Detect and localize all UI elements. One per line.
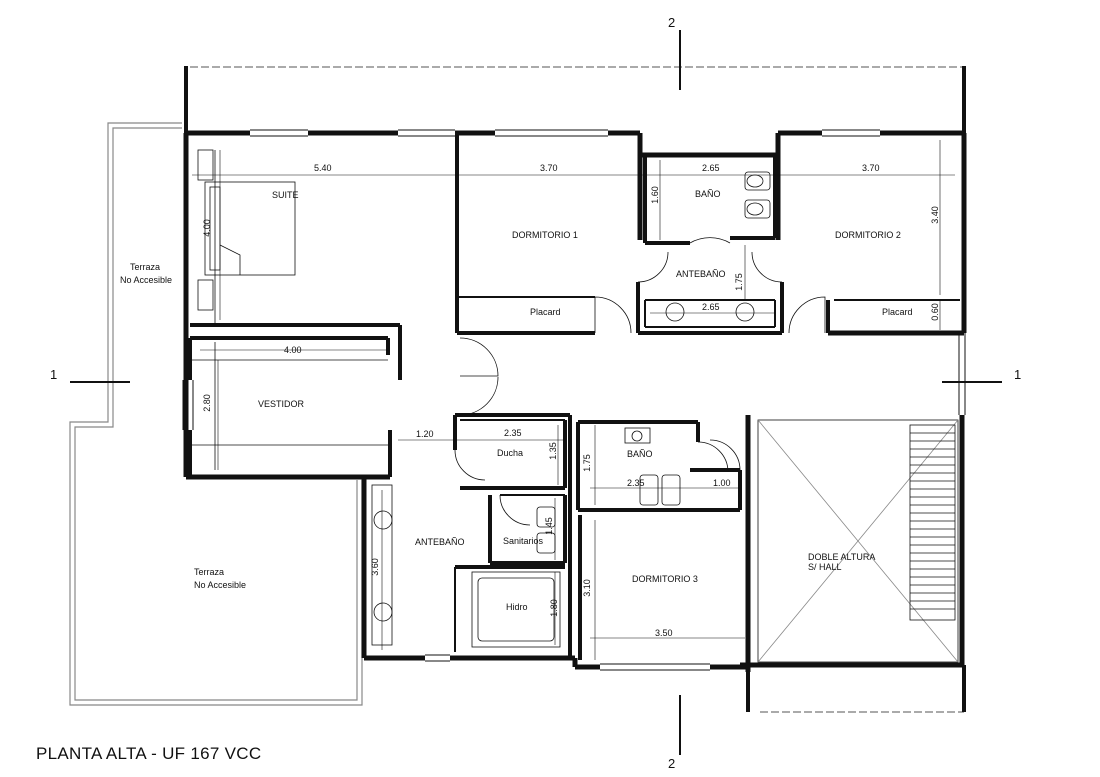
dimension-bano1-width: 2.65 (702, 163, 720, 173)
dimension-suite-height: 4.00 (201, 219, 212, 237)
room-label-antebano-1: ANTEBAÑO (676, 269, 726, 279)
dimension-dorm2-height: 3.40 (929, 206, 940, 224)
dimension-dorm3-height: 3.10 (581, 579, 592, 597)
terrace-label-2-line-1: Terraza (194, 567, 225, 577)
dimension-sanitarios-height: 1.45 (543, 517, 554, 535)
room-label-suite: SUITE (272, 190, 299, 200)
dimension-bano2-door: 1.00 (713, 478, 731, 488)
dimension-bano2-width: 2.35 (627, 478, 645, 488)
interior-walls (188, 133, 960, 660)
dimension-dorm2-width: 3.70 (862, 163, 880, 173)
dimension-ducha-width: 2.35 (504, 428, 522, 438)
section-mark-top: 2 (668, 15, 676, 30)
room-label-placard-2: Placard (882, 307, 913, 317)
bottom-balcony (746, 665, 966, 713)
room-label-bano-1: BAÑO (695, 189, 721, 199)
dimension-dorm1-width: 3.70 (540, 163, 558, 173)
plan-title: PLANTA ALTA - UF 167 VCC (36, 744, 262, 763)
dimension-suite-width: 5.40 (314, 163, 332, 173)
dimension-bano1-height: 1.60 (649, 186, 660, 204)
section-lines (70, 30, 1002, 755)
doors (454, 237, 826, 526)
dimension-pasillo-width: 1.20 (416, 429, 434, 439)
dimension-lines (192, 140, 955, 660)
section-mark-left: 1 (50, 367, 58, 382)
section-mark-right: 1 (1014, 367, 1022, 382)
room-label-dormitorio-3: DORMITORIO 3 (632, 574, 698, 584)
dimension-antebano1-width: 2.65 (702, 302, 720, 312)
room-label-sanitarios: Sanitarios (503, 536, 544, 546)
room-label-placard-1: Placard (530, 307, 561, 317)
terrace-label-2-line-2: No Accesible (194, 580, 247, 590)
dimension-vestidor-height: 2.80 (201, 394, 212, 412)
room-label-antebano-2: ANTEBAÑO (415, 537, 465, 547)
dimension-vestidor-width: 4.00 (284, 345, 302, 355)
dimension-hidro-height: 1.80 (548, 599, 559, 617)
dimension-antebano1-height: 1.75 (733, 273, 744, 291)
room-label-bano-2: BAÑO (627, 449, 653, 459)
terrace-outline (69, 122, 363, 706)
dimension-bano2-height: 1.75 (581, 454, 592, 472)
room-label-hidro: Hidro (506, 602, 528, 612)
dimension-ducha-height: 1.35 (547, 442, 558, 460)
room-label-dormitorio-2: DORMITORIO 2 (835, 230, 901, 240)
section-mark-bottom: 2 (668, 756, 676, 771)
dimension-placard-height: 0.60 (929, 303, 940, 321)
room-label-s-hall: S/ HALL (808, 562, 842, 572)
room-label-dormitorio-1: DORMITORIO 1 (512, 230, 578, 240)
top-balcony (184, 66, 966, 133)
terrace-label-1-line-1: Terraza (130, 262, 161, 272)
terrace-label-1-line-2: No Accesible (120, 275, 173, 285)
room-label-vestidor: VESTIDOR (258, 399, 305, 409)
dimension-antebano2-height: 3.60 (369, 558, 380, 576)
exterior-walls (183, 130, 967, 672)
dimension-dorm3-width: 3.50 (655, 628, 673, 638)
room-label-ducha: Ducha (497, 448, 524, 458)
room-label-doble-altura: DOBLE ALTURA (808, 552, 876, 562)
windows (182, 129, 966, 671)
fixtures (192, 149, 959, 663)
